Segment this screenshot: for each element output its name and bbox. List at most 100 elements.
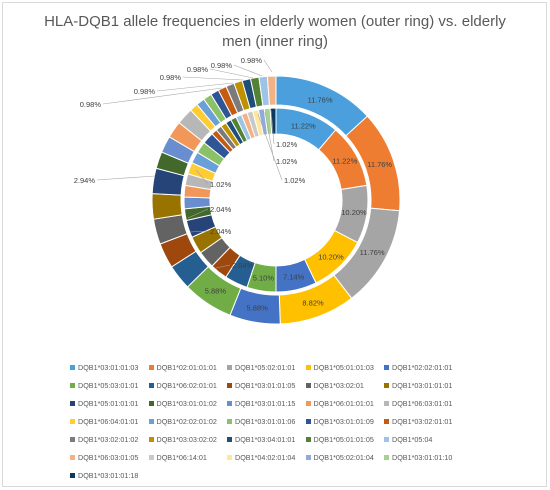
callout-line-8 [264, 111, 275, 162]
legend-label: DQB1*03:04:01:01 [235, 434, 296, 444]
legend-label: DQB1*05:02:01:04 [313, 452, 374, 462]
callout-label-8: 1.02% [276, 157, 298, 166]
outer-slice-25 [266, 75, 277, 106]
legend-item: DQB1*03:02:01:01 [384, 417, 463, 426]
legend-item: DQB1*02:01:01:01 [148, 362, 228, 372]
callout-line-9 [257, 113, 283, 181]
legend-label: DQB1*03:01:01:18 [78, 470, 139, 480]
legend-row: DQB1*06:04:01:01 DQB1*02:02:01:02 DQB1*03:… [70, 412, 540, 430]
legend-label: DQB1*06:03:01:01 [392, 398, 453, 408]
callout-line-11 [96, 175, 156, 181]
callout-label-10: 1.02% [210, 180, 232, 189]
legend-swatch [227, 418, 232, 424]
legend-item: DQB1*05:02:01:01 [227, 363, 306, 372]
callout-line-2 [233, 64, 263, 77]
legend-row: DQB1*03:02:01:02 DQB1*03:03:02:02 DQB1*03:… [70, 430, 540, 448]
legend-label: DQB1*03:01:01:09 [313, 416, 374, 426]
legend-swatch [148, 400, 154, 406]
legend-label: DQB1*06:02:01:01 [156, 380, 217, 390]
legend-item: DQB1*03:01:01:01 [384, 381, 463, 390]
legend-item: DQB1*06:04:01:01 [70, 417, 149, 426]
inner-slice-label-4: 7.14% [283, 273, 305, 282]
legend-label: DQB1*03:01:01:01 [392, 380, 453, 390]
legend-swatch [384, 454, 389, 460]
legend-label: DQB1*03:01:01:06 [235, 416, 296, 426]
legend-label: DQB1*03:01:01:10 [392, 452, 453, 462]
inner-slice-label-5: 5.10% [253, 273, 275, 282]
legend-label: DQB1*03:02:01:02 [78, 434, 139, 444]
legend-item: DQB1*06:03:01:01 [384, 399, 463, 408]
legend-swatch [70, 454, 75, 460]
legend-item: DQB1*05:03:01:01 [70, 381, 149, 390]
legend-swatch [70, 436, 75, 442]
inner-slice-label-3: 10.20% [318, 252, 344, 261]
legend-swatch [148, 364, 154, 370]
outer-ring: 11.76%11.76%11.76%8.82%5.88%5.88% [151, 75, 401, 325]
outer-slice-label-3: 8.82% [302, 299, 324, 308]
legend-label: DQB1*05:04 [392, 434, 433, 444]
legend-item: DQB1*05:01:01:03 [305, 362, 385, 372]
callout-label-6: 0.98% [80, 100, 102, 109]
outer-slice-label-1: 11.76% [367, 160, 392, 169]
legend-label: DQB1*02:01:01:01 [156, 362, 217, 372]
legend-swatch [384, 436, 389, 442]
legend-swatch [148, 382, 154, 388]
legend-label: DQB1*06:01:01:01 [313, 398, 374, 408]
callout-line-4 [182, 76, 244, 81]
callout-label-4: 0.98% [160, 73, 182, 82]
outer-slice-label-4: 5.88% [247, 303, 269, 312]
callout-labels: 0.98%0.98%0.98%0.98%0.98%0.98%1.02%1.02%… [74, 56, 306, 270]
legend-item: DQB1*03:01:01:05 [227, 381, 306, 390]
legend-swatch [305, 382, 311, 388]
legend-swatch [227, 382, 232, 388]
callout-line-3 [209, 68, 254, 79]
legend-row: DQB1*03:01:01:18 [70, 466, 540, 484]
outer-slice-9 [151, 193, 183, 220]
callout-label-12: 2.04% [210, 205, 232, 214]
legend-label: DQB1*05:01:01:03 [313, 362, 374, 372]
legend-swatch [148, 454, 154, 460]
legend-label: DQB1*03:01:01:03 [78, 362, 139, 372]
legend-item: DQB1*03:01:01:18 [70, 471, 149, 480]
legend-item: DQB1*05:04 [384, 435, 463, 444]
legend-item: DQB1*04:02:01:04 [227, 453, 306, 462]
legend-item: DQB1*06:03:01:05 [70, 453, 149, 462]
callout-label-14: 2.04% [232, 261, 254, 270]
legend-swatch [70, 364, 75, 370]
legend-item: DQB1*03:02:01 [305, 380, 385, 390]
legend-label: DQB1*03:02:01 [313, 380, 364, 390]
outer-slice-label-5: 5.88% [205, 287, 227, 296]
legend-item: DQB1*06:14:01 [148, 453, 228, 462]
callout-line-13 [189, 230, 209, 233]
legend-item: DQB1*03:01:01:02 [148, 398, 228, 408]
legend-swatch [305, 400, 311, 406]
chart-title-line-2: men (inner ring) [222, 33, 328, 50]
callout-line-6 [102, 87, 223, 105]
legend-swatch [70, 418, 75, 424]
legend-swatch [305, 364, 311, 370]
inner-slice-12 [183, 196, 211, 210]
legend-label: DQB1*03:01:01:02 [156, 398, 217, 408]
legend-swatch [70, 472, 75, 478]
legend-label: DQB1*03:02:01:01 [392, 416, 453, 426]
legend-label: DQB1*05:02:01:01 [235, 362, 296, 372]
legend-item: DQB1*03:03:02:02 [148, 435, 228, 444]
inner-ring: 11.22%11.22%10.20%10.20%7.14%5.10% [183, 107, 369, 293]
legend-item: DQB1*06:01:01:01 [305, 398, 385, 408]
callout-label-3: 0.98% [187, 65, 209, 74]
legend-swatch [384, 364, 389, 370]
callout-line-14 [215, 264, 231, 269]
outer-slice-label-2: 11.76% [360, 248, 385, 257]
legend-swatch [305, 454, 311, 460]
legend-swatch [70, 400, 75, 406]
inner-slice-label-1: 11.22% [332, 157, 357, 166]
legend-label: DQB1*04:02:01:04 [235, 452, 296, 462]
legend-label: DQB1*02:02:01:02 [156, 416, 217, 426]
legend-swatch [384, 382, 389, 388]
inner-slice-label-2: 10.20% [341, 208, 367, 217]
callout-label-5: 0.98% [134, 87, 156, 96]
legend-row: DQB1*05:03:01:01 DQB1*06:02:01:01 DQB1*03:… [70, 376, 540, 394]
callout-label-2: 0.98% [211, 61, 233, 70]
